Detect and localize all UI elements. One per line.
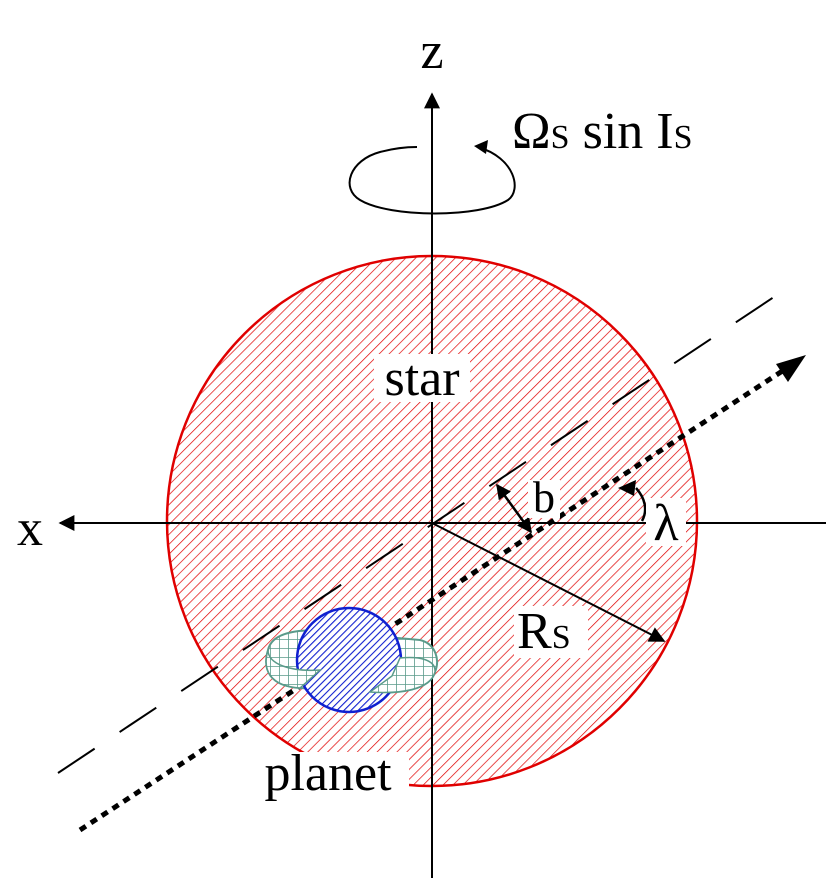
star-label: star xyxy=(384,350,459,407)
z-axis-label: z xyxy=(420,23,443,80)
lambda-label: λ xyxy=(653,495,678,552)
radius-letter: R xyxy=(517,603,552,660)
lambda-angle-arc xyxy=(635,487,647,522)
impact-parameter-label: b xyxy=(533,473,555,522)
x-axis-label: x xyxy=(17,500,43,557)
planet-label-background xyxy=(247,752,409,802)
rotation-arrowhead xyxy=(474,140,488,154)
planet-body xyxy=(265,606,439,714)
rotation-arrow-icon xyxy=(348,146,516,215)
radius-label-background xyxy=(514,606,588,658)
rotation-subscript-2: S xyxy=(674,119,693,156)
impact-parameter-label-background xyxy=(528,480,560,518)
planet-disk xyxy=(295,606,403,714)
rotation-label: ΩS sin IS xyxy=(512,103,693,160)
radius-arrow xyxy=(431,522,666,642)
rotation-sin-i: sin I xyxy=(570,103,674,160)
radius-subscript: S xyxy=(552,619,571,656)
lambda-label-group: λ xyxy=(646,495,686,552)
transit-chord-line xyxy=(78,363,792,833)
transit-chord-arrowhead xyxy=(776,355,806,382)
radius-label-group: RS xyxy=(514,603,588,660)
impact-parameter-arrow xyxy=(495,483,533,534)
planet-label: planet xyxy=(264,745,392,802)
planet-ring-front xyxy=(265,649,436,694)
rotation-subscript-1: S xyxy=(551,119,570,156)
impact-parameter-label-group: b xyxy=(528,473,560,522)
rotation-omega: Ω xyxy=(512,103,551,160)
star-label-group: star xyxy=(374,350,470,407)
star-label-background xyxy=(374,354,470,402)
lambda-angle-arrowhead xyxy=(618,480,636,496)
planet-label-group: planet xyxy=(247,745,409,802)
radius-label: RS xyxy=(517,603,571,660)
lambda-label-background xyxy=(646,498,686,546)
